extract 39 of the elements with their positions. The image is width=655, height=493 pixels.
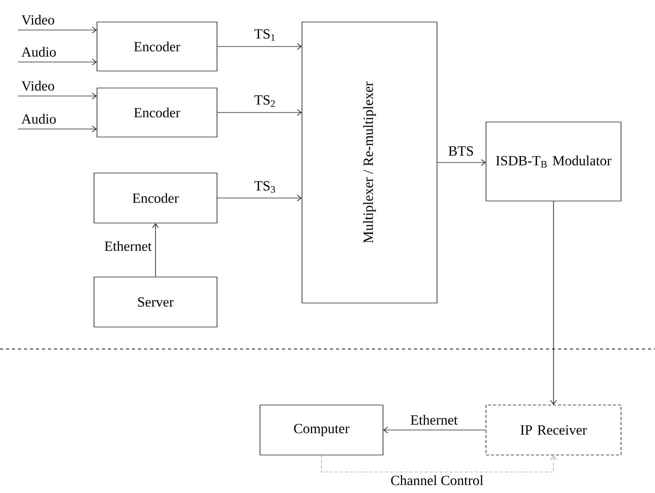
edge-label: TS$_{3}$	[254, 181, 275, 193]
edge-label: Video	[21, 14, 54, 25]
arrow	[18, 58, 97, 66]
modulator-box	[486, 122, 622, 202]
arrow	[321, 455, 557, 472]
edge-label: Audio	[21, 46, 56, 57]
arrow	[217, 194, 302, 202]
edge-label: Audio	[21, 114, 56, 124]
node-label: Multiplexer / Re-multiplexer	[363, 82, 376, 243]
node-label: Server	[138, 297, 174, 307]
edge-label: TS$_{2}$	[254, 95, 275, 107]
arrow	[383, 426, 486, 434]
process-box	[94, 276, 218, 328]
node-label: IP Receiver	[520, 425, 587, 435]
node-label: Computer	[294, 424, 350, 436]
edge-label: Video	[21, 80, 54, 91]
arrow	[18, 92, 97, 100]
node-label: Encoder	[132, 193, 179, 203]
arrow	[18, 126, 97, 132]
process-box	[486, 404, 622, 456]
arrow	[18, 26, 97, 34]
node-label: Encoder	[134, 42, 180, 52]
process-box	[96, 88, 218, 138]
process-box	[94, 172, 218, 224]
arrow	[437, 159, 486, 166]
arrow	[217, 109, 302, 116]
arrow	[217, 43, 302, 50]
multiplexer-box	[302, 22, 438, 304]
edge-label: Ethernet	[410, 414, 458, 425]
arrow	[152, 223, 159, 277]
node-label: Encoder	[134, 108, 180, 118]
process-box	[260, 404, 384, 456]
edge-label: Ethernet	[104, 241, 152, 251]
node-label: ISDB-T$_{B}$ Modulator	[496, 156, 612, 168]
arrow	[550, 201, 557, 405]
edge-label: Channel Control	[391, 475, 484, 486]
process-box	[96, 22, 218, 72]
edge-label: TS$_{1}$	[254, 29, 275, 41]
edge-label: BTS	[448, 146, 473, 156]
